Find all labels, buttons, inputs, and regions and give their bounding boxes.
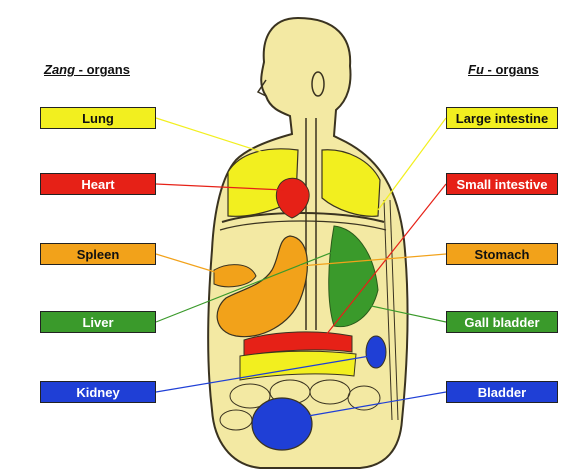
bladder-shape xyxy=(252,398,312,450)
fu-label-bladder-text: Bladder xyxy=(478,385,526,400)
zang-label-liver: Liver xyxy=(40,311,156,333)
zang-label-heart-text: Heart xyxy=(81,177,114,192)
fu-label-gall-bladder: Gall bladder xyxy=(446,311,558,333)
fu-header-rest: - organs xyxy=(484,62,539,77)
zang-label-heart: Heart xyxy=(40,173,156,195)
fu-label-large-intestine: Large intestine xyxy=(446,107,558,129)
zang-label-spleen-text: Spleen xyxy=(77,247,120,262)
zang-label-liver-text: Liver xyxy=(82,315,113,330)
kidney-shape xyxy=(366,336,386,368)
zang-label-kidney-text: Kidney xyxy=(76,385,119,400)
fu-label-small-intestine-text: Small intestive xyxy=(456,177,547,192)
zang-header-italic: Zang xyxy=(44,62,75,77)
body-silhouette xyxy=(208,18,407,468)
zang-label-lung-text: Lung xyxy=(82,111,114,126)
zang-label-kidney: Kidney xyxy=(40,381,156,403)
fu-label-large-intestine-text: Large intestine xyxy=(456,111,548,126)
connector-lung xyxy=(156,118,262,152)
fu-label-stomach-text: Stomach xyxy=(475,247,530,262)
zang-label-spleen: Spleen xyxy=(40,243,156,265)
zang-label-lung: Lung xyxy=(40,107,156,129)
fu-label-small-intestine: Small intestive xyxy=(446,173,558,195)
fu-label-gall-bladder-text: Gall bladder xyxy=(464,315,539,330)
zang-header: Zang - organs xyxy=(44,62,130,77)
fu-header: Fu - organs xyxy=(468,62,539,77)
fu-header-italic: Fu xyxy=(468,62,484,77)
zang-header-rest: - organs xyxy=(75,62,130,77)
fu-label-stomach: Stomach xyxy=(446,243,558,265)
fu-label-bladder: Bladder xyxy=(446,381,558,403)
